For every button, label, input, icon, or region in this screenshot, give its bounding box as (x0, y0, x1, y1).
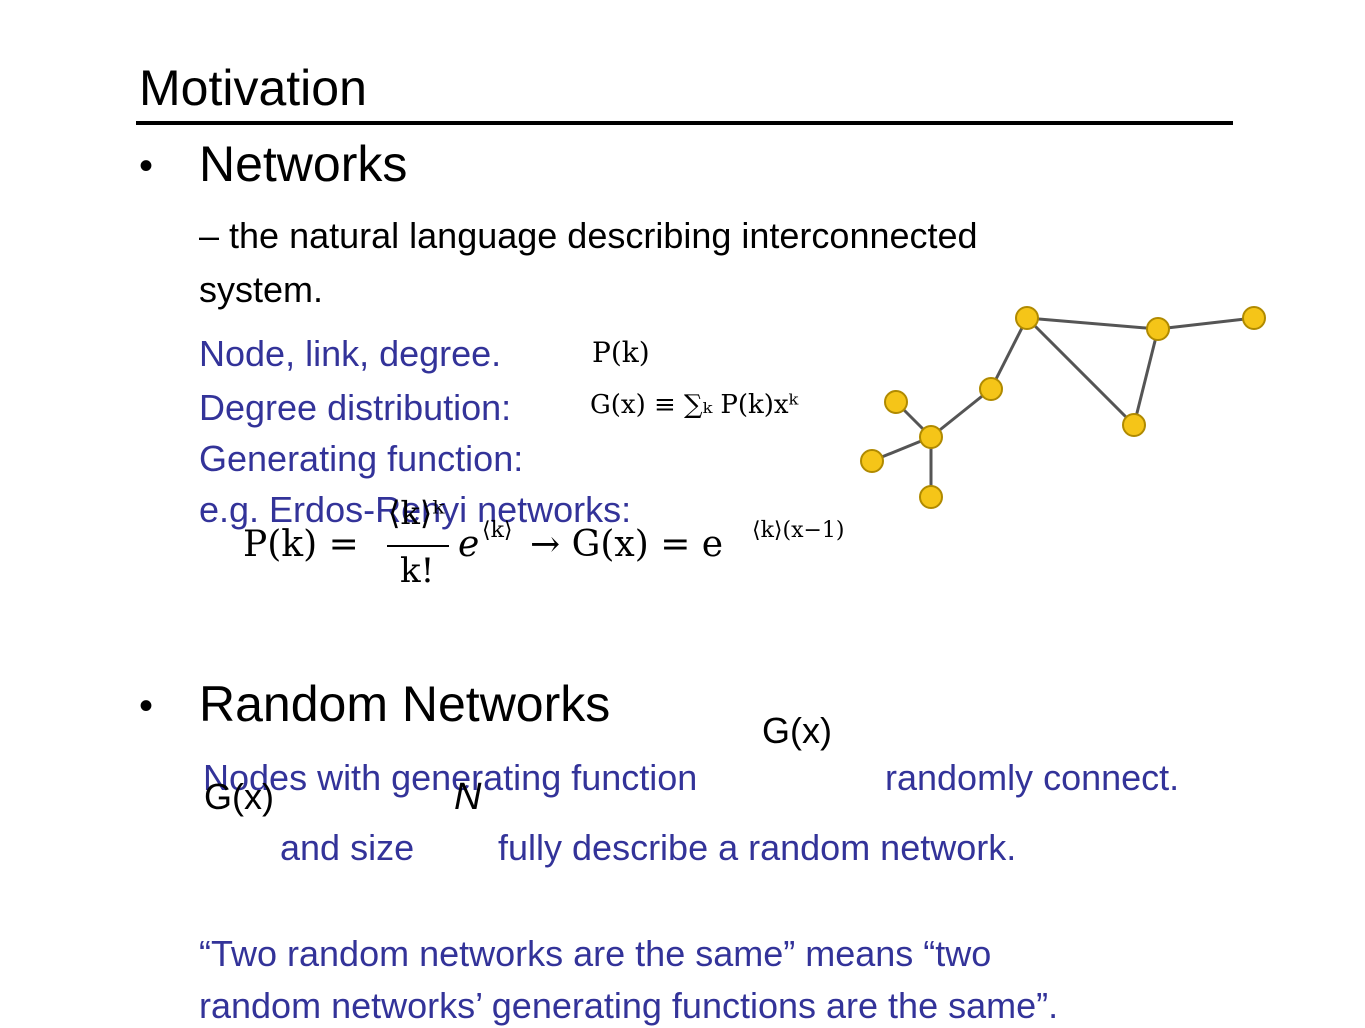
node (1242, 306, 1266, 330)
label-gx-top: G(x) (762, 710, 832, 751)
formula-generating-function: G(x) ≡ ∑ₖ P(k)xᵏ (590, 390, 799, 420)
random-networks-line2-b: fully describe a random network. (498, 827, 1017, 868)
random-networks-quote-line2: random networks’ generating functions ar… (199, 985, 1059, 1026)
formula-poisson-numerator: ⟨k⟩ᵏ (388, 494, 445, 532)
edge (1157, 316, 1255, 331)
formula-poisson-denominator: k! (400, 551, 435, 591)
networks-description-line1: – the natural language describing interc… (199, 215, 978, 256)
concept-node-link-degree: Node, link, degree. (199, 333, 502, 374)
concept-degree-distribution: Degree distribution: (199, 387, 512, 428)
formula-poisson-exp-base: e (458, 524, 480, 565)
node (1122, 413, 1146, 437)
random-networks-quote-line1: “Two random networks are the same” means… (199, 933, 992, 974)
formula-degree-distribution: P(k) (592, 336, 650, 369)
random-networks-line1-a: Nodes with generating function (203, 757, 698, 798)
edge (1026, 316, 1159, 331)
edge (1132, 328, 1160, 426)
edge (1025, 316, 1136, 427)
title-underline (136, 121, 1233, 125)
bullet-glyph-random-networks: • (139, 684, 154, 728)
label-gx-left: G(x) (204, 776, 274, 817)
concept-generating-function: Generating function: (199, 438, 524, 479)
edge (989, 317, 1029, 390)
node (1146, 317, 1170, 341)
formula-poisson-lhs: P(k) = (243, 524, 359, 565)
formula-fraction-bar (387, 545, 449, 547)
bullet-heading-random-networks: Random Networks (199, 676, 611, 732)
slide-title: Motivation (139, 60, 367, 116)
formula-arrow-gx: → G(x) = e (530, 524, 724, 565)
network-illustration (860, 306, 1266, 509)
random-networks-line2-a: and size (280, 827, 415, 868)
node (919, 485, 943, 509)
edge (930, 387, 992, 439)
bullet-heading-networks: Networks (199, 136, 408, 192)
node (979, 377, 1003, 401)
node (919, 425, 943, 449)
node (884, 390, 908, 414)
formula-poisson-exp-sup: ⟨k⟩ (482, 518, 513, 543)
bullet-glyph-networks: • (139, 144, 154, 188)
random-networks-line1-b: randomly connect. (885, 757, 1180, 798)
node (860, 449, 884, 473)
label-n-size: N (454, 776, 482, 818)
concept-erdos-renyi: e.g. Erdos-Renyi networks: (199, 489, 632, 530)
networks-description-line2: system. (199, 269, 324, 310)
formula-result-sup: ⟨k⟩(x−1) (752, 518, 845, 543)
node (1015, 306, 1039, 330)
